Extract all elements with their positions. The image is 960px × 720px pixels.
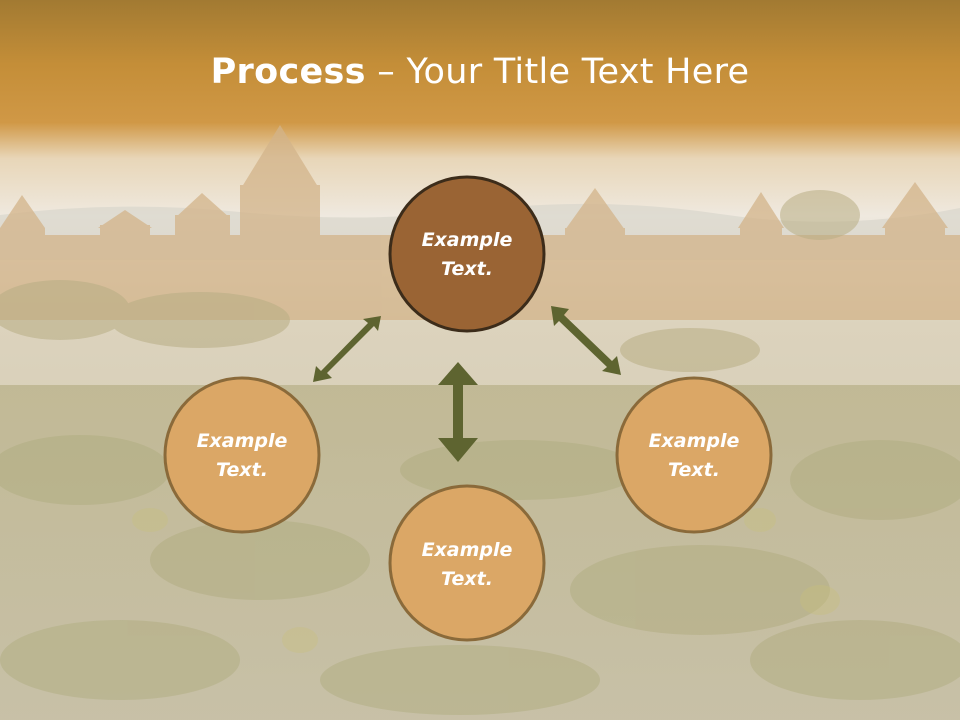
node-label-line1: Example xyxy=(422,539,513,561)
node-label-line2: Text. xyxy=(441,568,493,590)
node-circle xyxy=(615,376,773,534)
node-label-line1: Example xyxy=(197,430,288,452)
node-label-line2: Text. xyxy=(441,258,493,280)
node-label-line1: Example xyxy=(649,430,740,452)
arrow-vertical xyxy=(438,362,478,462)
title-bold: Process xyxy=(210,52,366,92)
node-bottom: Example Text. xyxy=(388,484,546,642)
node-circle xyxy=(388,175,546,333)
node-circle xyxy=(388,484,546,642)
title-rest: Your Title Text Here xyxy=(406,52,750,92)
node-circle xyxy=(163,376,321,534)
node-label-line2: Text. xyxy=(216,459,268,481)
node-label-line1: Example xyxy=(422,229,513,251)
node-left: Example Text. xyxy=(163,376,321,534)
node-right: Example Text. xyxy=(615,376,773,534)
title-separator: – xyxy=(365,52,407,92)
slide-title: Process – Your Title Text Here xyxy=(0,52,960,92)
node-label-line2: Text. xyxy=(668,459,720,481)
arrows xyxy=(313,306,621,462)
node-top: Example Text. xyxy=(388,175,546,333)
arrow-top-left xyxy=(313,316,381,382)
arrow-top-right xyxy=(551,306,621,375)
